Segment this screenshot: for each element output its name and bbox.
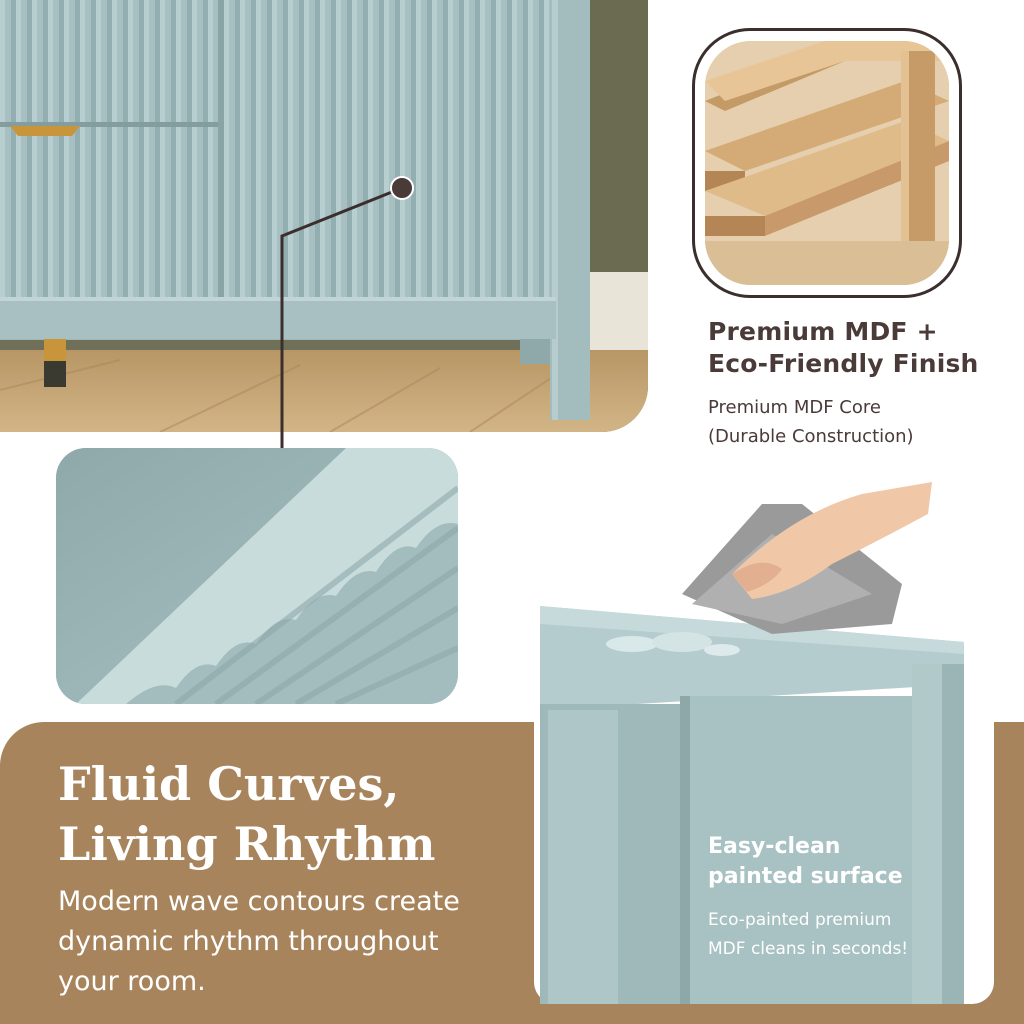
cleaning-subtitle: Eco-painted premium MDF cleans in second… bbox=[708, 906, 988, 964]
mdf-title-line2: Eco-Friendly Finish bbox=[708, 349, 979, 378]
cleaning-sub-line1: Eco-painted premium bbox=[708, 910, 892, 930]
wave-detail-photo bbox=[56, 448, 458, 704]
headline-line2: Living Rhythm bbox=[58, 817, 436, 871]
cleaning-title: Easy-clean painted surface bbox=[708, 832, 988, 892]
mdf-title-line1: Premium MDF + bbox=[708, 317, 938, 346]
cabinet-photo bbox=[0, 0, 648, 432]
headline: Fluid Curves, Living Rhythm bbox=[58, 754, 538, 874]
mdf-photo-frame bbox=[692, 28, 962, 298]
mdf-sub-line1: Premium MDF Core bbox=[708, 397, 881, 418]
cleaning-photo bbox=[532, 474, 996, 1004]
cleaning-title-line2: painted surface bbox=[708, 864, 903, 889]
mdf-title: Premium MDF + Eco-Friendly Finish bbox=[708, 316, 1008, 380]
headline-line1: Fluid Curves, bbox=[58, 757, 400, 811]
mdf-sub-line2: (Durable Construction) bbox=[708, 426, 914, 447]
headline-body-line1: Modern wave contours create bbox=[58, 886, 460, 917]
cleaning-sub-line2: MDF cleans in seconds! bbox=[708, 939, 909, 959]
headline-body: Modern wave contours create dynamic rhyt… bbox=[58, 882, 528, 1002]
headline-body-line3: your room. bbox=[58, 966, 206, 997]
cleaning-title-line1: Easy-clean bbox=[708, 834, 841, 859]
headline-body-line2: dynamic rhythm throughout bbox=[58, 926, 439, 957]
mdf-subtitle: Premium MDF Core (Durable Construction) bbox=[708, 393, 1008, 451]
mdf-board-photo bbox=[705, 41, 949, 285]
